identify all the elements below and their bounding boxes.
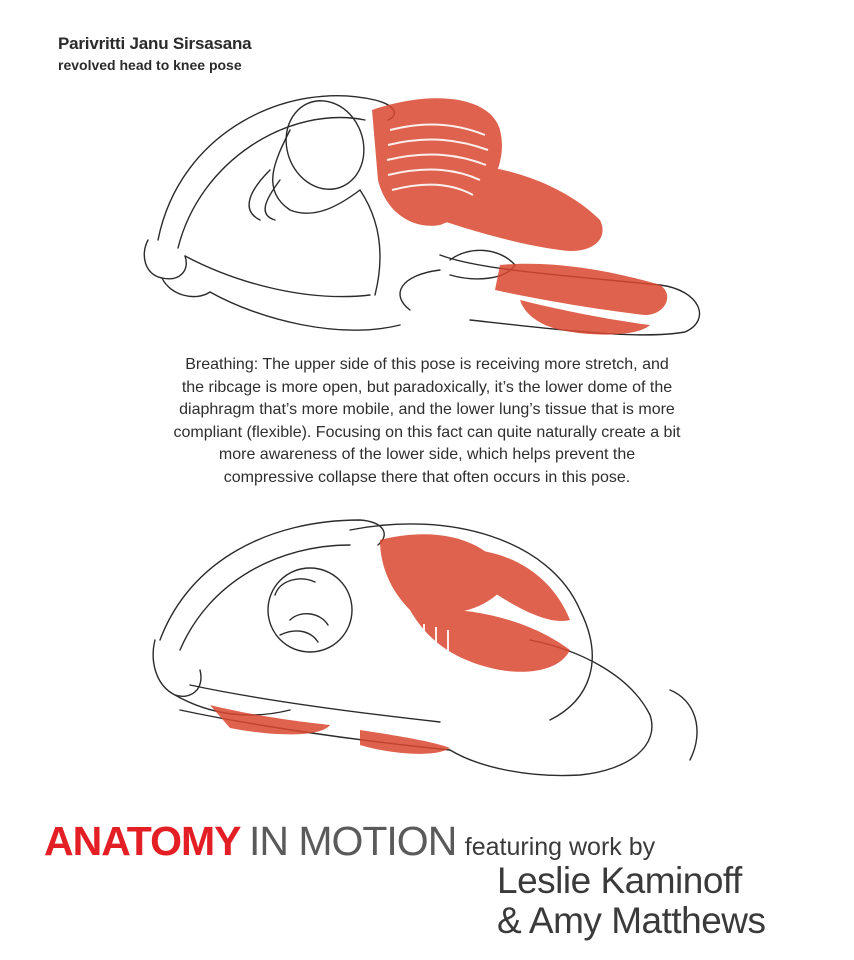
brand-anatomy: ANATOMY <box>44 818 241 864</box>
title-block: Parivritti Janu Sirsasana revolved head … <box>58 34 252 73</box>
author-line-2: & Amy Matthews <box>497 900 766 941</box>
caption-line: diaphragm that’s more mobile, and the lo… <box>179 401 675 418</box>
caption-line: more awareness of the lower side, which … <box>218 446 636 463</box>
pose-subtitle: revolved head to knee pose <box>58 57 242 73</box>
author-line-1: Leslie Kaminoff <box>497 860 742 901</box>
caption-line: the ribcage is more open, but paradoxica… <box>181 378 673 396</box>
caption-line: compliant (flexible). Focusing on this f… <box>173 423 681 441</box>
caption-line: Breathing: The upper side of this pose i… <box>185 356 669 373</box>
caption-line: compressive collapse there that often oc… <box>223 468 631 486</box>
breathing-caption: Breathing: The upper side of this pose i… <box>120 354 734 489</box>
pose-name: Parivritti Janu Sirsasana <box>58 34 252 53</box>
brand-featuring: featuring work by <box>464 833 656 861</box>
brand-in-motion: IN MOTION <box>248 818 457 864</box>
bottom-anatomy-illustration <box>152 519 698 777</box>
top-anatomy-illustration <box>143 95 701 336</box>
brand-line: ANATOMY IN MOTION featuring work by <box>44 818 655 865</box>
